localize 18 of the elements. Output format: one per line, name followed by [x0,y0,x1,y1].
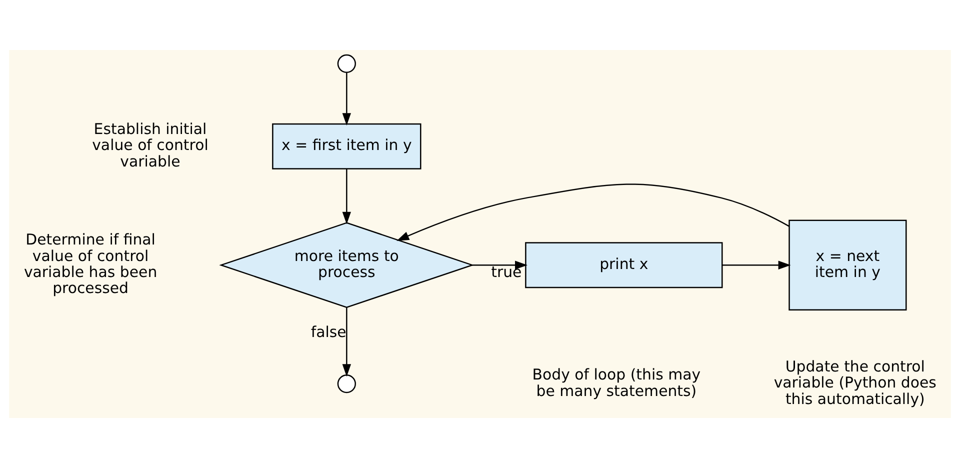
label: Update the control variable (Python does this automatically) [773,358,936,408]
node-diamond: more items to process [218,222,474,308]
arrow [472,260,527,270]
edge-label: true [490,263,522,282]
node-circle [336,54,356,73]
arrow [722,260,790,270]
label: Establish initial value of control variable [92,120,208,170]
edge-label: false [310,322,346,341]
node-box: print x [524,242,722,288]
node-box: x = next item in y [788,220,906,310]
node-box: x = first item in y [272,123,421,170]
node-circle [336,374,356,394]
arrow [342,72,351,126]
arrow [342,308,351,377]
label: Body of loop (this may be many statements) [532,366,700,400]
arrow [342,168,351,224]
arrow [396,184,789,241]
label: Determine if final value of control variable has been processed [23,230,157,298]
